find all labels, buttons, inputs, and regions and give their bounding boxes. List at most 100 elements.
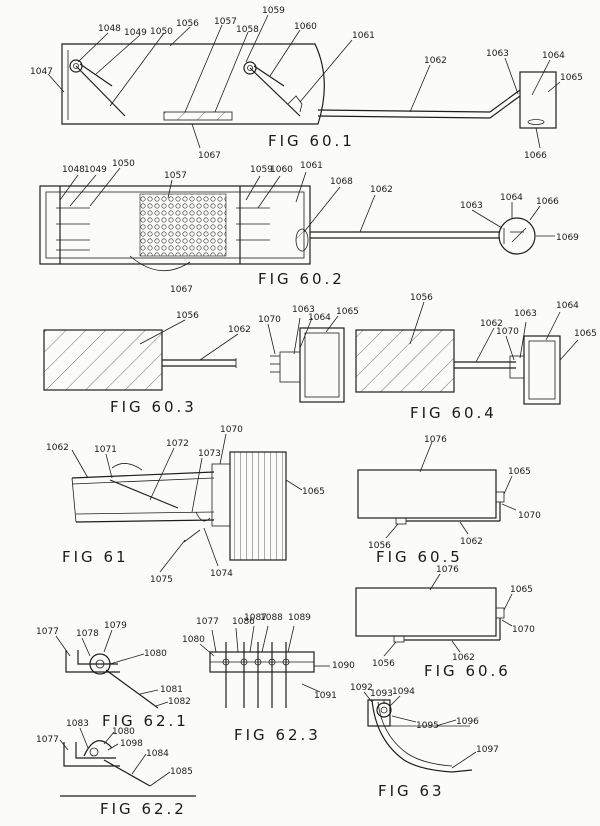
label-1065: 1065 (510, 585, 533, 595)
label-1069: 1069 (556, 233, 579, 243)
figure-60-3: 1056 1062 1070 1063 1064 1065 FIG 60.3 (43, 305, 359, 416)
label-1062: 1062 (228, 325, 251, 335)
label-1094: 1094 (392, 687, 415, 697)
label-1075: 1075 (150, 575, 173, 585)
label-1098: 1098 (120, 739, 143, 749)
label-1077: 1077 (196, 617, 219, 627)
label-1070: 1070 (220, 425, 243, 435)
label-1063: 1063 (292, 305, 315, 315)
label-1079: 1079 (104, 621, 127, 631)
label-1059: 1059 (250, 165, 273, 175)
figure-62-3: 1077 1086 1087 1088 1089 1080 1090 1091 … (182, 613, 355, 744)
label-1056: 1056 (368, 541, 391, 551)
label-1072: 1072 (166, 439, 189, 449)
label-1080: 1080 (144, 649, 167, 659)
fig-61-caption: FIG 61 (62, 548, 129, 566)
label-1056: 1056 (176, 311, 199, 321)
label-1048: 1048 (62, 165, 85, 175)
label-1058: 1058 (236, 25, 259, 35)
label-1064: 1064 (542, 51, 565, 61)
label-1056: 1056 (372, 659, 395, 669)
label-1065: 1065 (560, 73, 583, 83)
fig-60-4-caption: FIG 60.4 (410, 404, 497, 422)
label-1067: 1067 (170, 285, 193, 295)
label-1063: 1063 (486, 49, 509, 59)
label-1062: 1062 (46, 443, 69, 453)
label-1057: 1057 (214, 17, 237, 27)
figure-62-2: 1077 1083 1080 1098 1084 1085 FIG 62.2 (36, 719, 196, 818)
label-1064: 1064 (556, 301, 579, 311)
label-1088: 1088 (260, 613, 283, 623)
label-1073: 1073 (198, 449, 221, 459)
label-1060: 1060 (294, 22, 317, 32)
label-1081: 1081 (160, 685, 183, 695)
label-1062: 1062 (452, 653, 475, 663)
label-1048: 1048 (98, 24, 121, 34)
figure-60-1: 1047 1048 1049 1050 1056 1057 1058 1059 … (30, 6, 583, 161)
fig-60-2-caption: FIG 60.2 (258, 270, 345, 288)
figure-62-1: 1077 1078 1079 1080 1081 1082 FIG 62.1 (36, 621, 191, 730)
label-1068: 1068 (330, 177, 353, 187)
label-1066: 1066 (524, 151, 547, 161)
label-1056: 1056 (410, 293, 433, 303)
label-1083: 1083 (66, 719, 89, 729)
figure-60-6: 1076 1065 1070 1056 1062 FIG 60.6 (355, 565, 535, 680)
label-1056: 1056 (176, 19, 199, 29)
label-1089: 1089 (288, 613, 311, 623)
label-1065: 1065 (508, 467, 531, 477)
label-1082: 1082 (168, 697, 191, 707)
label-1065: 1065 (336, 307, 359, 317)
label-1070: 1070 (496, 327, 519, 337)
fig-60-5-caption: FIG 60.5 (376, 548, 463, 566)
label-1060: 1060 (270, 165, 293, 175)
label-1061: 1061 (300, 161, 323, 171)
label-1097: 1097 (476, 745, 499, 755)
label-1057: 1057 (164, 171, 187, 181)
label-1049: 1049 (84, 165, 107, 175)
label-1047: 1047 (30, 67, 53, 77)
label-1066: 1066 (536, 197, 559, 207)
label-1062: 1062 (424, 56, 447, 66)
figure-60-2: 1048 1049 1050 1057 1059 1060 1061 1068 … (39, 159, 579, 295)
label-1062: 1062 (370, 185, 393, 195)
label-1059: 1059 (262, 6, 285, 16)
label-1076: 1076 (424, 435, 447, 445)
figure-60-4: 1056 1062 1070 1063 1064 1065 FIG 60.4 (355, 293, 597, 422)
label-1077: 1077 (36, 735, 59, 745)
label-1085: 1085 (170, 767, 193, 777)
label-1064: 1064 (500, 193, 523, 203)
fig-62-3-caption: FIG 62.3 (234, 726, 321, 744)
fig-63-caption: FIG 63 (378, 782, 445, 800)
label-1086: 1086 (232, 617, 255, 627)
label-1080: 1080 (182, 635, 205, 645)
label-1096: 1096 (456, 717, 479, 727)
label-1061: 1061 (352, 31, 375, 41)
label-1076: 1076 (436, 565, 459, 575)
label-1093: 1093 (370, 689, 393, 699)
label-1070: 1070 (512, 625, 535, 635)
label-1090: 1090 (332, 661, 355, 671)
label-1062: 1062 (460, 537, 483, 547)
label-1078: 1078 (76, 629, 99, 639)
label-1050: 1050 (112, 159, 135, 169)
label-1070: 1070 (518, 511, 541, 521)
label-1065: 1065 (574, 329, 597, 339)
label-1049: 1049 (124, 28, 147, 38)
label-1062: 1062 (480, 319, 503, 329)
fig-60-1-caption: FIG 60.1 (268, 132, 355, 150)
label-1074: 1074 (210, 569, 233, 579)
fig-62-1-caption: FIG 62.1 (102, 712, 189, 730)
label-1077: 1077 (36, 627, 59, 637)
label-1063: 1063 (514, 309, 537, 319)
figure-63: 1092 1093 1094 1095 1096 1097 FIG 63 (350, 683, 499, 800)
label-1063: 1063 (460, 201, 483, 211)
fig-60-6-caption: FIG 60.6 (424, 662, 511, 680)
label-1080: 1080 (112, 727, 135, 737)
label-1091: 1091 (314, 691, 337, 701)
label-1071: 1071 (94, 445, 117, 455)
label-1087: 1087 (244, 613, 267, 623)
label-1070: 1070 (258, 315, 281, 325)
label-1084: 1084 (146, 749, 169, 759)
